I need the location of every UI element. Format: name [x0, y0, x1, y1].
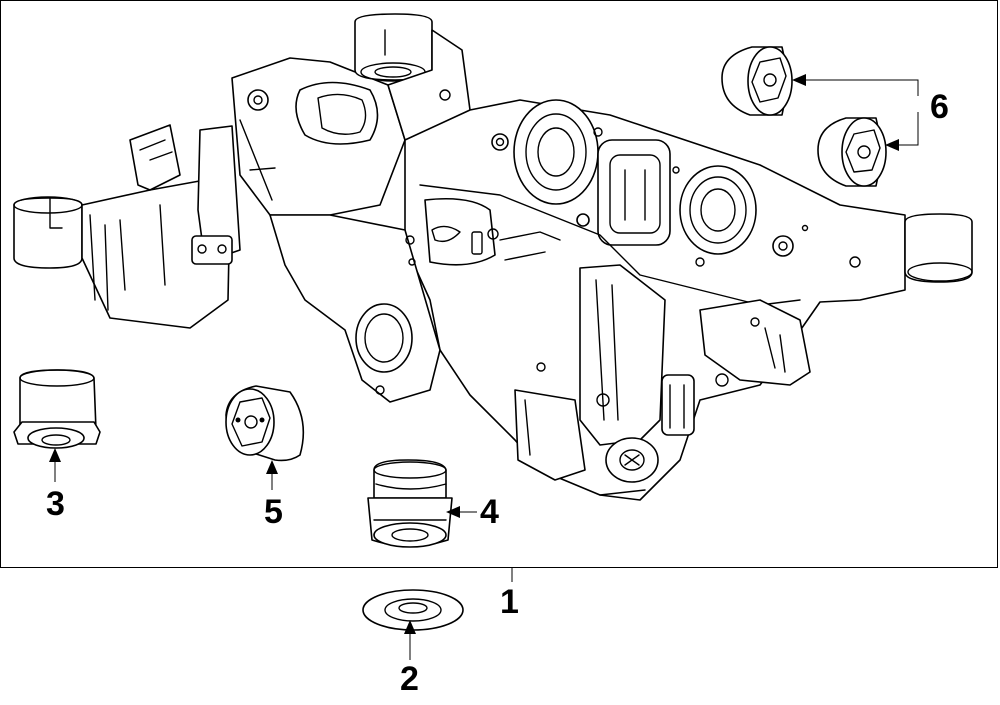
callout-2: 2	[400, 660, 419, 698]
callout-4: 4	[480, 493, 499, 531]
callout-5: 5	[264, 493, 283, 531]
subframe-drawing	[13, 13, 973, 501]
leader-lines	[49, 74, 919, 660]
callout-1: 1	[500, 583, 519, 621]
callout-3: 3	[46, 485, 65, 523]
bushing-4-drawing	[367, 459, 453, 548]
callout-6: 6	[930, 88, 949, 126]
washer-2-drawing	[362, 589, 464, 631]
bushing-3-drawing	[13, 369, 101, 449]
diagram-frame	[0, 0, 998, 568]
bushing-6-lower-drawing	[817, 117, 887, 187]
bushing-6-upper-drawing	[721, 46, 793, 116]
bushing-5-drawing	[225, 385, 305, 462]
